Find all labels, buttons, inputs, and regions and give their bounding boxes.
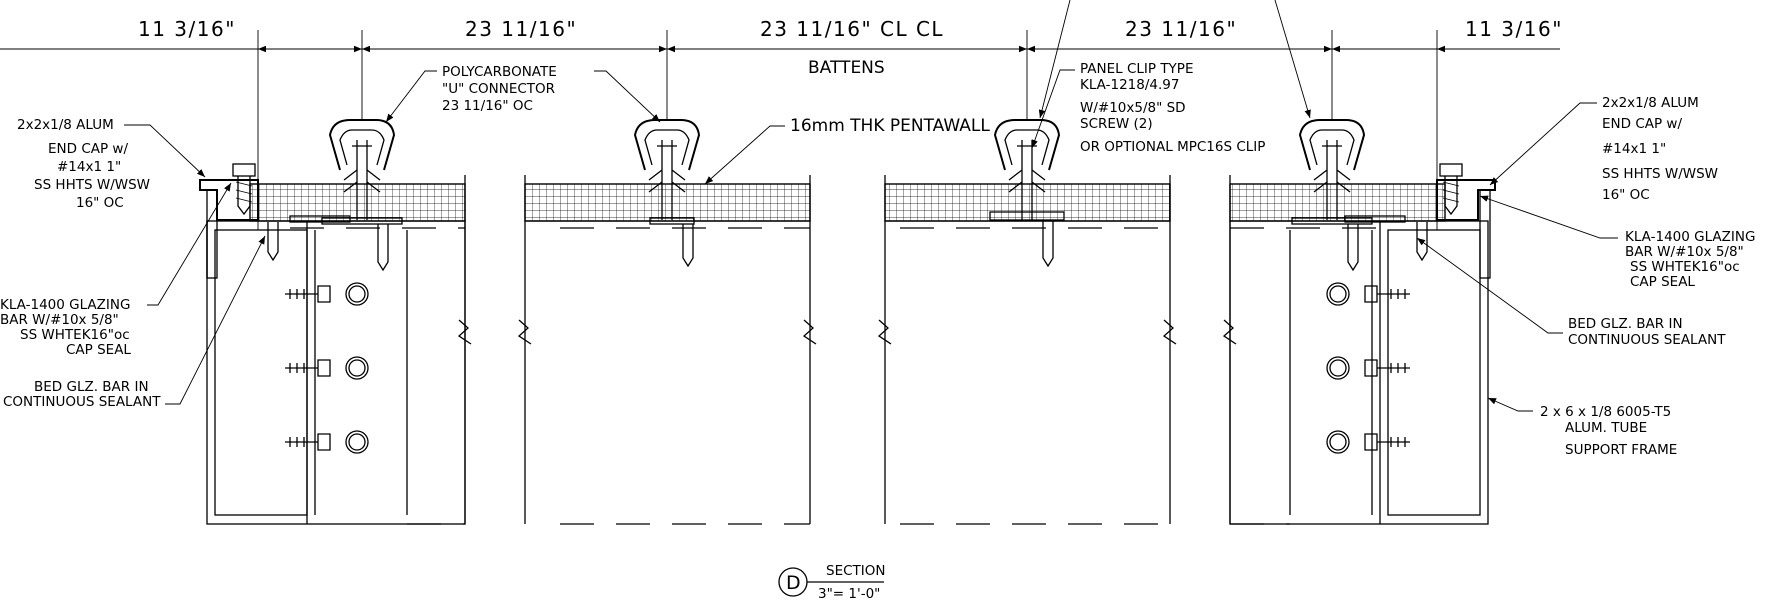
right-tube-line-1: 2 x 6 x 1/8 6005-T5 bbox=[1540, 404, 1671, 420]
left-end-cap-line-3: #14x1 1" bbox=[57, 159, 121, 175]
connector-line-3: 23 11/16" OC bbox=[442, 98, 533, 114]
left-sealant-note: BED GLZ. BAR IN CONTINUOUS SEALANT bbox=[3, 379, 161, 410]
right-tube-note: 2 x 6 x 1/8 6005-T5 ALUM. TUBE SUPPORT F… bbox=[1540, 404, 1677, 458]
left-sealant-line-2: CONTINUOUS SEALANT bbox=[3, 394, 161, 410]
pentawall-label: 16mm THK PENTAWALL bbox=[790, 116, 990, 136]
dim-left-bay: 23 11/16" bbox=[465, 17, 577, 41]
end-caps bbox=[199, 163, 1496, 262]
section-scale: 3"= 1'-0" bbox=[818, 586, 880, 602]
right-end-cap-line-1: 2x2x1/8 ALUM bbox=[1602, 95, 1699, 111]
leader-lines bbox=[124, 0, 1618, 412]
right-glazing-line-4: CAP SEAL bbox=[1630, 274, 1695, 290]
right-end-cap-line-4: SS HHTS W/WSW bbox=[1602, 166, 1718, 182]
battens-label: BATTENS bbox=[808, 58, 885, 78]
panel-clip-line-5: OR OPTIONAL MPC16S CLIP bbox=[1080, 139, 1265, 155]
right-sealant-line-1: BED GLZ. BAR IN bbox=[1568, 316, 1683, 332]
section-marker: D bbox=[786, 572, 801, 594]
dimension-line bbox=[0, 30, 1560, 230]
support-frame bbox=[206, 189, 1491, 525]
right-end-cap-line-2: END CAP w/ bbox=[1602, 116, 1682, 132]
left-glazing-line-2: BAR W/#10x 5/8" bbox=[0, 312, 119, 328]
dim-right-bay: 23 11/16" bbox=[1125, 17, 1237, 41]
connector-line-2: "U" CONNECTOR bbox=[442, 81, 555, 97]
panel-clip-line-2: KLA-1218/4.97 bbox=[1080, 77, 1179, 93]
dim-left-edge: 11 3/16" bbox=[138, 17, 236, 41]
panel-clip-line-1: PANEL CLIP TYPE bbox=[1080, 61, 1193, 77]
frame-fasteners bbox=[285, 282, 1410, 454]
right-end-cap-line-3: #14x1 1" bbox=[1602, 141, 1666, 157]
right-sealant-note: BED GLZ. BAR IN CONTINUOUS SEALANT bbox=[1568, 316, 1726, 348]
right-glazing-line-1: KLA-1400 GLAZING bbox=[1625, 229, 1755, 245]
section-title: SECTION bbox=[826, 563, 885, 579]
right-end-cap-line-5: 16" OC bbox=[1602, 187, 1650, 203]
right-tube-line-3: SUPPORT FRAME bbox=[1565, 442, 1677, 458]
left-sealant-line-1: BED GLZ. BAR IN bbox=[34, 379, 149, 395]
panel-clip-note: PANEL CLIP TYPE KLA-1218/4.97 W/#10x5/8"… bbox=[1080, 61, 1265, 155]
panel-clip-line-3: W/#10x5/8" SD bbox=[1080, 100, 1186, 116]
panel-clip-line-4: SCREW (2) bbox=[1080, 116, 1153, 132]
left-end-cap-line-1: 2x2x1/8 ALUM bbox=[17, 117, 114, 133]
dim-right-edge: 11 3/16" bbox=[1465, 17, 1563, 41]
left-glazing-line-1: KLA-1400 GLAZING bbox=[0, 297, 130, 313]
left-end-cap-line-5: 16" OC bbox=[76, 195, 124, 211]
right-glazing-bar-note: KLA-1400 GLAZING BAR W/#10x 5/8" SS WHTE… bbox=[1625, 229, 1755, 290]
u-connectors bbox=[321, 119, 1373, 272]
left-end-cap-line-4: SS HHTS W/WSW bbox=[34, 177, 150, 193]
pentawall-panels bbox=[249, 175, 1446, 524]
right-glazing-line-2: BAR W/#10x 5/8" bbox=[1625, 244, 1744, 260]
left-end-cap-note: 2x2x1/8 ALUM END CAP w/ #14x1 1" SS HHTS… bbox=[17, 117, 150, 211]
left-glazing-line-3: SS WHTEK16"oc bbox=[20, 327, 130, 343]
right-end-cap-note: 2x2x1/8 ALUM END CAP w/ #14x1 1" SS HHTS… bbox=[1602, 95, 1718, 203]
left-end-cap-line-2: END CAP w/ bbox=[48, 141, 128, 157]
connector-note: POLYCARBONATE "U" CONNECTOR 23 11/16" OC bbox=[442, 64, 557, 114]
section-tag: D SECTION 3"= 1'-0" bbox=[778, 563, 885, 602]
right-glazing-line-3: SS WHTEK16"oc bbox=[1630, 259, 1740, 275]
dim-center-bay: 23 11/16" CL CL bbox=[760, 17, 944, 41]
connector-line-1: POLYCARBONATE bbox=[442, 64, 557, 80]
right-tube-line-2: ALUM. TUBE bbox=[1565, 420, 1647, 436]
left-glazing-line-4: CAP SEAL bbox=[66, 342, 131, 358]
left-glazing-bar-note: KLA-1400 GLAZING BAR W/#10x 5/8" SS WHTE… bbox=[0, 297, 131, 358]
right-sealant-line-2: CONTINUOUS SEALANT bbox=[1568, 332, 1726, 348]
